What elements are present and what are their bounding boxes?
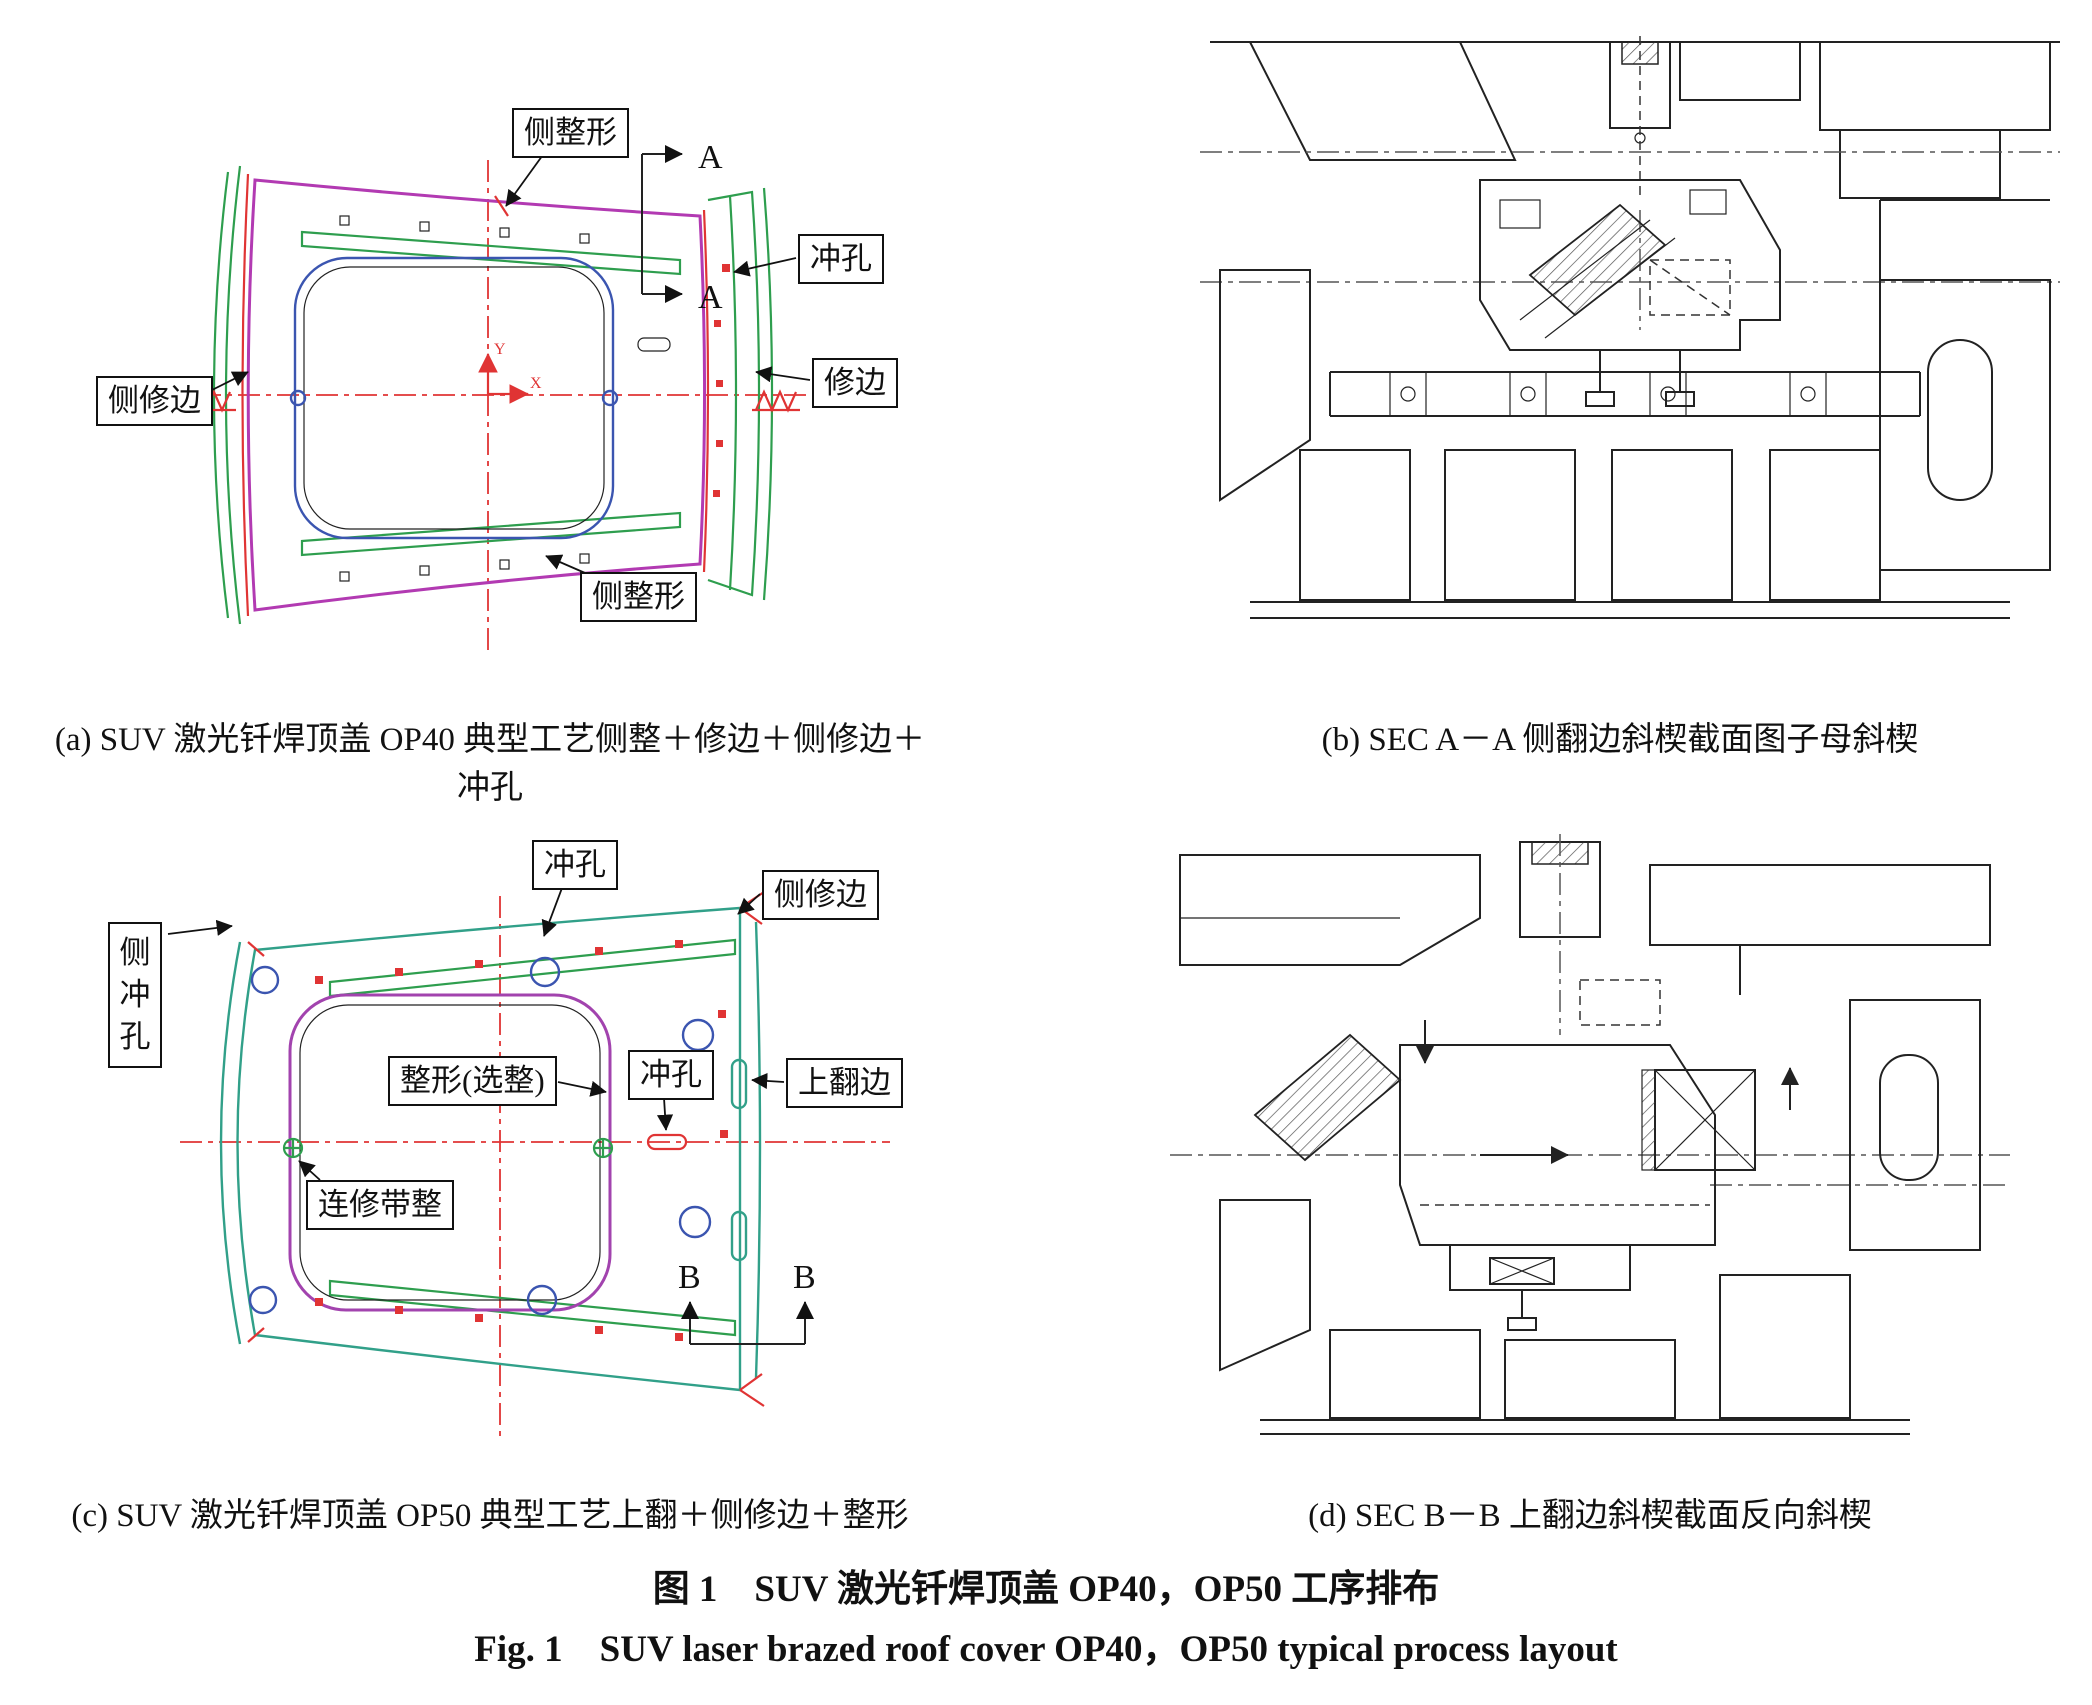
- label-trim-with-reshape: 连修带整: [306, 1180, 454, 1231]
- roof-outline-c: [219, 906, 762, 1392]
- reshape-targets-c: [282, 1137, 614, 1159]
- section-bb-drawing: [1170, 834, 2010, 1435]
- origin-axis-a: Y X: [478, 341, 542, 404]
- section-aa-marker: A A: [641, 139, 723, 316]
- leader-arrows-a: [207, 151, 811, 577]
- retainer-plate-b: [1329, 371, 1921, 417]
- section-bb-marker: B B: [678, 1259, 816, 1345]
- label-side-punch: 侧冲孔: [108, 922, 162, 1068]
- label-punch-mid-c: 冲孔: [628, 1050, 714, 1101]
- section-b-letter-right: B: [793, 1259, 816, 1296]
- locating-holes-c: [248, 956, 715, 1316]
- leader-arrows-c: [167, 887, 785, 1181]
- centerlines-d: [1170, 834, 2010, 1186]
- roof-bow-strips-c: [328, 938, 737, 1337]
- flange-slots-c: [646, 1058, 748, 1262]
- roof-bow-strips-a: [300, 230, 682, 557]
- axis-y-label: Y: [494, 341, 506, 358]
- cam-wedge-assembly-b: [1479, 179, 1781, 407]
- figure-caption-cn: 图 1 SUV 激光钎焊顶盖 OP40，OP50 工序排布: [652, 1569, 1440, 1610]
- panel-c: B B 侧冲孔 冲孔 侧修边 整形(选整) 冲孔 上翻边 连修带整: [50, 830, 930, 1460]
- axis-x-label: X: [530, 375, 542, 392]
- upper-die-d: [1179, 841, 1991, 1026]
- label-side-reshape-bottom: 侧整形: [580, 572, 697, 623]
- roof-outline-a: [246, 178, 706, 612]
- right-guide-block-d: [1849, 999, 1981, 1251]
- panel-d: [1150, 830, 2030, 1460]
- label-up-flange: 上翻边: [786, 1058, 903, 1109]
- sunroof-opening-c: [288, 993, 612, 1312]
- lower-assembly-d: [1219, 1199, 1910, 1435]
- section-b-letter-left: B: [678, 1259, 701, 1296]
- cam-wedge-assembly-d: [1253, 1020, 1799, 1246]
- panel-a: Y X A A 侧整形 冲孔 修边 侧修边 侧整形: [40, 20, 940, 690]
- caption-panel-a: (a) SUV 激光钎焊顶盖 OP40 典型工艺侧整＋修边＋侧修边＋冲孔: [54, 722, 926, 806]
- label-side-reshape-top: 侧整形: [512, 108, 629, 159]
- section-aa-drawing: [1200, 36, 2060, 619]
- upper-die-b: [1210, 36, 2060, 200]
- sunroof-opening-a: [289, 215, 671, 582]
- label-punch-a: 冲孔: [798, 234, 884, 285]
- panel-b: [1180, 20, 2080, 690]
- section-a-letter-bottom: A: [698, 279, 723, 316]
- label-reshape-optional: 整形(选整): [388, 1056, 557, 1107]
- rear-rail-right: [702, 187, 774, 601]
- label-punch-top-c: 冲孔: [532, 840, 618, 891]
- label-trim-a: 修边: [812, 358, 898, 409]
- corner-flange-marks-c: [247, 891, 765, 1407]
- section-a-letter-top: A: [698, 139, 723, 176]
- caption-panel-d: (d) SEC B－B 上翻边斜楔截面反向斜楔: [1308, 1498, 1872, 1534]
- centerlines-c: [180, 896, 890, 1442]
- punch-holes-a: [713, 264, 730, 497]
- caption-panel-c: (c) SUV 激光钎焊顶盖 OP50 典型工艺上翻＋侧修边＋整形: [71, 1498, 909, 1534]
- caption-panel-b: (b) SEC A－A 侧翻边斜楔截面图子母斜楔: [1321, 722, 1919, 758]
- label-side-trim-a: 侧修边: [96, 376, 213, 427]
- op50-roof-drawing: B B: [167, 887, 890, 1442]
- right-guide-block-b: [1879, 199, 2051, 571]
- figure-caption-en: Fig. 1 SUV laser brazed roof cover OP40，…: [474, 1629, 1618, 1670]
- punch-holes-c: [315, 940, 728, 1341]
- op40-roof-drawing: Y X A A: [160, 139, 840, 650]
- lower-die-base-b: [1219, 269, 2010, 619]
- front-rail-left: [212, 165, 250, 625]
- label-side-trim-c: 侧修边: [762, 870, 879, 921]
